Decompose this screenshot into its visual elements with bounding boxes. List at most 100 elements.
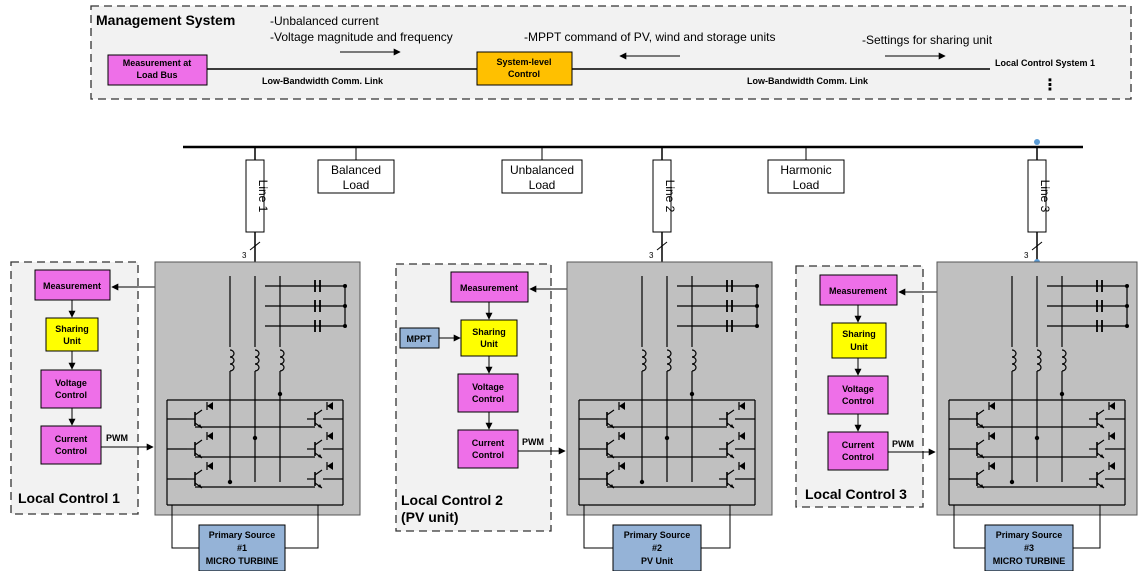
svg-text:Current: Current (472, 438, 505, 448)
igbt-switch-icon (1089, 432, 1115, 459)
unit-2: Local Control 2 (PV unit) Measurement MP… (395, 261, 773, 571)
pwm-label: PWM (522, 437, 544, 447)
mppt-box: MPPT (399, 327, 440, 349)
igbt-switch-icon (599, 402, 625, 429)
primary-source-box: Primary Source #2 PV Unit (612, 524, 702, 571)
load-harmonic: Harmonic Load (767, 147, 845, 194)
primary-source-box: Primary Source #1 MICRO TURBINE (198, 524, 286, 571)
svg-text:System-level: System-level (496, 57, 551, 67)
svg-text:Control: Control (55, 390, 87, 400)
ellipsis-vertical: ⋮ (1042, 77, 1058, 94)
svg-text:Unit: Unit (850, 342, 868, 352)
svg-text:Sharing: Sharing (472, 327, 506, 337)
igbt-switch-icon (969, 432, 995, 459)
igbt-switch-icon (719, 402, 745, 429)
igbt-switch-icon (307, 462, 333, 489)
svg-text:Line 2: Line 2 (663, 180, 677, 213)
note-mppt: -MPPT command of PV, wind and storage un… (524, 30, 775, 44)
svg-text:#1: #1 (237, 543, 247, 553)
svg-text:Measurement at: Measurement at (123, 58, 192, 68)
svg-text:#3: #3 (1024, 543, 1034, 553)
svg-text:Load: Load (529, 178, 556, 192)
igbt-switch-icon (719, 432, 745, 459)
measurement-load-bus-box: Measurement at Load Bus (107, 54, 208, 86)
svg-text:Voltage: Voltage (842, 384, 874, 394)
igbt-switch-icon (1089, 462, 1115, 489)
svg-text:MICRO TURBINE: MICRO TURBINE (993, 556, 1066, 566)
voltage-control-box: Voltage Control (457, 373, 519, 413)
management-system: Management System -Unbalanced current -V… (90, 5, 1132, 100)
igbt-switch-icon (307, 402, 333, 429)
sharing-unit-box: Sharing Unit (831, 322, 887, 359)
note-voltage: -Voltage magnitude and frequency (270, 30, 453, 44)
inverter-circuit (948, 276, 1129, 506)
svg-text:Primary Source: Primary Source (624, 530, 691, 540)
voltage-control-box: Voltage Control (40, 369, 102, 409)
line-2: Line 2 3 (649, 147, 677, 262)
management-title: Management System (96, 12, 235, 28)
svg-text:Line 1: Line 1 (256, 180, 270, 213)
svg-text:Control: Control (508, 69, 540, 79)
inverter-panel (154, 261, 361, 516)
svg-text:Load Bus: Load Bus (136, 70, 177, 80)
svg-text:3: 3 (649, 251, 654, 260)
svg-text:Line 3: Line 3 (1038, 180, 1052, 213)
unit-1: Local Control 1 Measurement Sharing Unit… (10, 261, 361, 571)
primary-source-box: Primary Source #3 MICRO TURBINE (984, 524, 1074, 571)
inverter-circuit (166, 276, 347, 506)
measurement-box: Measurement (34, 269, 111, 301)
svg-text:Measurement: Measurement (43, 281, 101, 291)
svg-text:Control: Control (472, 394, 504, 404)
management-frame (90, 5, 1132, 100)
note-settings: -Settings for sharing unit (862, 33, 993, 47)
voltage-control-box: Voltage Control (827, 375, 889, 415)
inverter-panel (566, 261, 773, 516)
measurement-box: Measurement (819, 274, 898, 306)
svg-text:Unbalanced: Unbalanced (510, 163, 574, 177)
local-control-title: Local Control 3 (805, 486, 907, 502)
system-level-control-box: System-level Control (476, 51, 573, 86)
sharing-unit-box: Sharing Unit (460, 319, 518, 357)
current-control-box: Current Control (827, 431, 889, 471)
igbt-switch-icon (307, 432, 333, 459)
svg-text:3: 3 (242, 251, 247, 260)
igbt-switch-icon (719, 462, 745, 489)
svg-text:Current: Current (55, 434, 88, 444)
svg-text:Load: Load (793, 178, 820, 192)
svg-text:Unit: Unit (480, 339, 498, 349)
link-label-2: Low-Bandwidth Comm. Link (747, 76, 869, 86)
svg-text:Control: Control (842, 396, 874, 406)
svg-text:Unit: Unit (63, 336, 81, 346)
svg-text:#2: #2 (652, 543, 662, 553)
local-control-subtitle: (PV unit) (401, 509, 459, 525)
note-unbalanced: -Unbalanced current (270, 14, 379, 28)
inverter-circuit (578, 276, 759, 506)
svg-text:Control: Control (55, 446, 87, 456)
local-control-title: Local Control 2 (401, 492, 503, 508)
svg-text:Primary Source: Primary Source (209, 530, 276, 540)
current-control-box: Current Control (457, 429, 519, 469)
svg-text:3: 3 (1024, 251, 1029, 260)
unit-3: Local Control 3 Measurement Sharing Unit… (795, 261, 1138, 571)
svg-text:Measurement: Measurement (460, 283, 518, 293)
current-control-box: Current Control (40, 425, 102, 465)
svg-text:Measurement: Measurement (829, 286, 887, 296)
svg-text:Voltage: Voltage (472, 382, 504, 392)
svg-text:MICRO TURBINE: MICRO TURBINE (206, 556, 279, 566)
svg-text:Harmonic: Harmonic (780, 163, 831, 177)
svg-text:Load: Load (343, 178, 370, 192)
local-control-title: Local Control 1 (18, 490, 120, 506)
svg-text:Primary Source: Primary Source (996, 530, 1063, 540)
handle-dot (1034, 139, 1040, 145)
svg-text:Balanced: Balanced (331, 163, 381, 177)
svg-text:Control: Control (472, 450, 504, 460)
svg-text:Control: Control (842, 452, 874, 462)
load-balanced: Balanced Load (317, 147, 395, 194)
svg-text:PV Unit: PV Unit (641, 556, 673, 566)
svg-text:Voltage: Voltage (55, 378, 87, 388)
svg-text:Sharing: Sharing (55, 324, 89, 334)
svg-text:MPPT: MPPT (406, 334, 432, 344)
pwm-label: PWM (106, 433, 128, 443)
igbt-switch-icon (1089, 402, 1115, 429)
pwm-label: PWM (892, 439, 914, 449)
